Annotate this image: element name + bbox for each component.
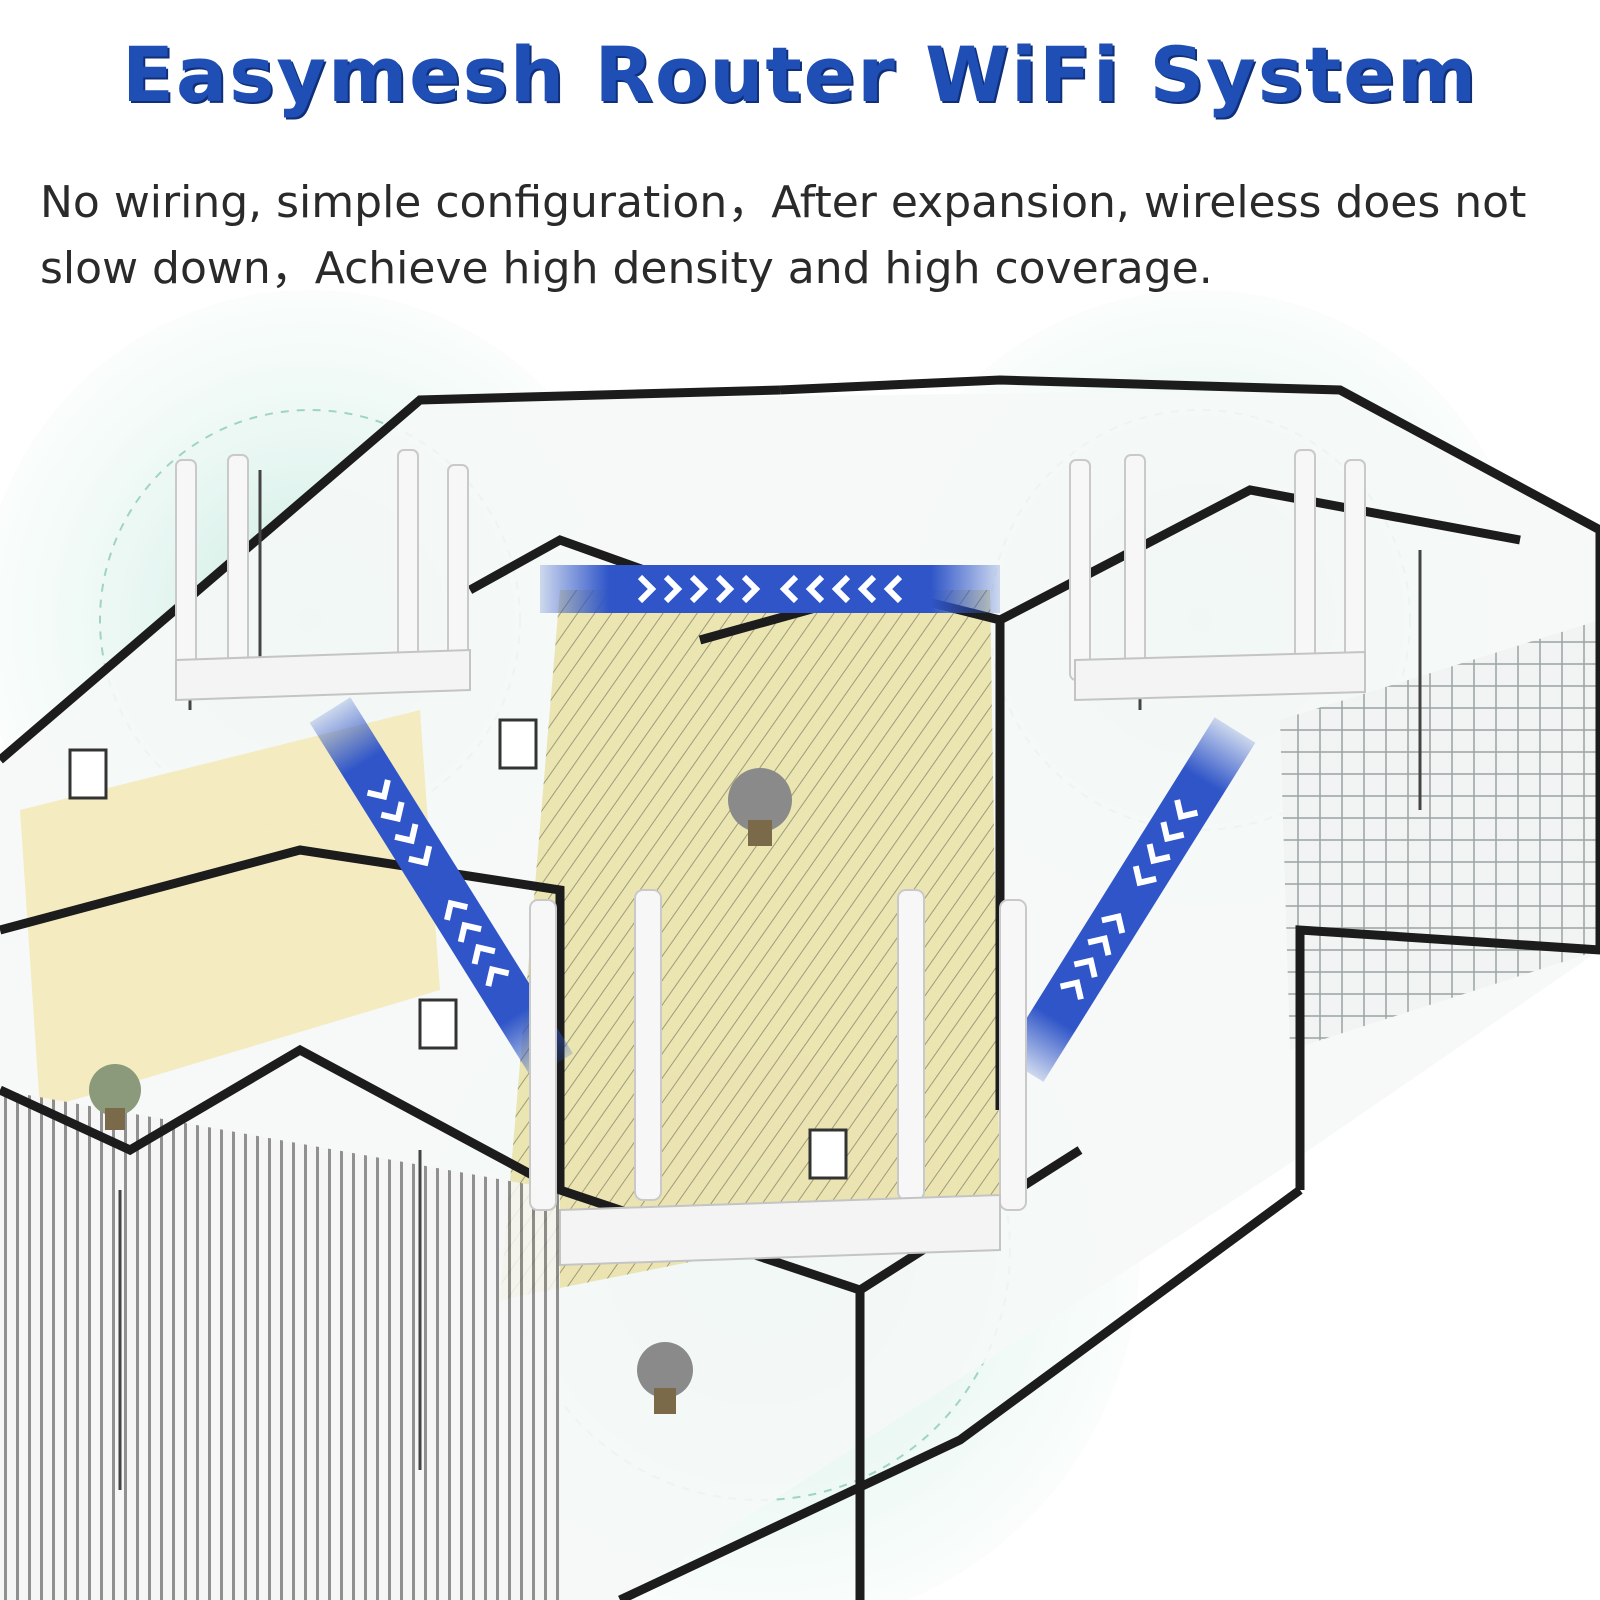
page-title: Easymesh Router WiFi System xyxy=(121,30,1479,119)
feature-description: No wiring, simple configuration，After ex… xyxy=(40,177,1527,294)
router-icon xyxy=(175,449,1366,1267)
mesh-link-arrow-icon xyxy=(309,565,1256,1082)
plant-icon xyxy=(89,768,792,1414)
house-floorplan-illustration xyxy=(0,290,1600,1600)
